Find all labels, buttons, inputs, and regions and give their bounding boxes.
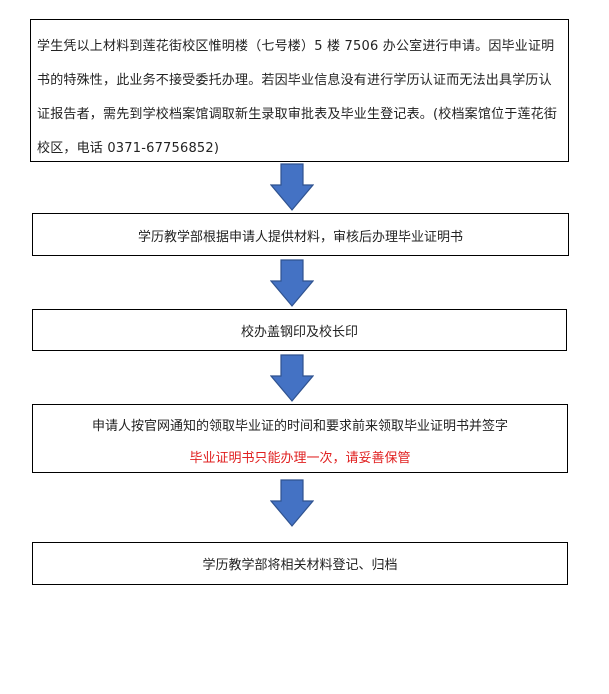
down-arrow-icon [270, 479, 314, 527]
down-arrow-icon [270, 259, 314, 307]
step-3-box: 校办盖钢印及校长印 [32, 309, 567, 351]
step-2-box: 学历教学部根据申请人提供材料，审核后办理毕业证明书 [32, 213, 569, 256]
down-arrow-icon [270, 163, 314, 211]
step-4-box: 申请人按官网通知的领取毕业证的时间和要求前来领取毕业证明书并签字 毕业证明书只能… [32, 404, 568, 473]
step-5-box: 学历教学部将相关材料登记、归档 [32, 542, 568, 585]
step-4-warning-note: 毕业证明书只能办理一次，请妥善保管 [189, 451, 411, 466]
step-5-text: 学历教学部将相关材料登记、归档 [202, 558, 398, 573]
step-2-text: 学历教学部根据申请人提供材料，审核后办理毕业证明书 [137, 230, 463, 245]
step-1-box: 学生凭以上材料到莲花街校区惟明楼（七号楼）5 楼 7506 办公室进行申请。因毕… [30, 19, 569, 162]
down-arrow-icon [270, 354, 314, 402]
step-1-text: 学生凭以上材料到莲花街校区惟明楼（七号楼）5 楼 7506 办公室进行申请。因毕… [37, 39, 558, 156]
step-3-text: 校办盖钢印及校长印 [240, 325, 358, 340]
step-4-text: 申请人按官网通知的领取毕业证的时间和要求前来领取毕业证明书并签字 [91, 419, 508, 434]
